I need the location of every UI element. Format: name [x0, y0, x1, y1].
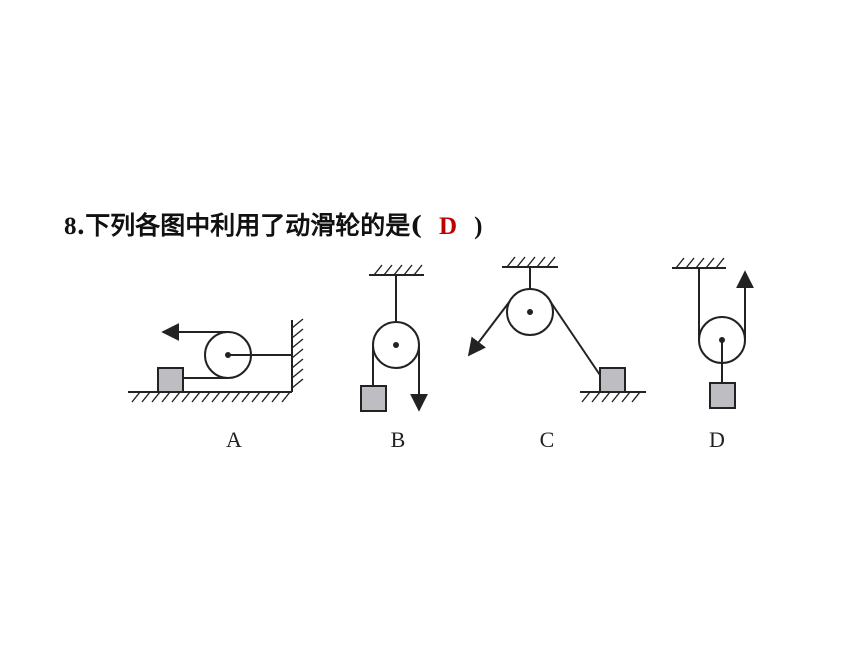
answer-value: D	[439, 213, 458, 240]
question-stem: 下列各图中利用了动滑轮的是(	[85, 211, 423, 240]
option-label-c: C	[540, 427, 555, 452]
pulley-axle-b	[393, 342, 399, 348]
option-label-d: D	[709, 427, 725, 452]
ground-hatch-c	[581, 391, 641, 403]
question-close-paren: )	[474, 213, 483, 240]
ceiling-hatch-d	[675, 257, 725, 269]
question-text: 8.下列各图中利用了动滑轮的是( D)	[64, 206, 482, 242]
question-separator: .	[76, 211, 86, 240]
block-a	[157, 367, 184, 393]
ceiling-hatch-b	[373, 264, 423, 276]
figure-b	[360, 264, 428, 412]
rope-left-c	[467, 300, 511, 357]
pulley-axle-c	[527, 309, 533, 315]
block-d	[709, 382, 736, 409]
figure-a	[128, 318, 304, 403]
ceiling-hatch-c	[506, 256, 556, 268]
block-b	[360, 385, 387, 412]
block-c	[599, 367, 626, 393]
figure-d	[672, 257, 754, 409]
wall-hatch-a	[291, 318, 304, 389]
figure-c	[467, 256, 646, 403]
rope-right-c	[549, 300, 603, 379]
option-label-b: B	[391, 427, 406, 452]
ground-hatch-a	[131, 391, 291, 403]
option-label-a: A	[226, 427, 242, 452]
question-number: 8	[64, 213, 77, 240]
